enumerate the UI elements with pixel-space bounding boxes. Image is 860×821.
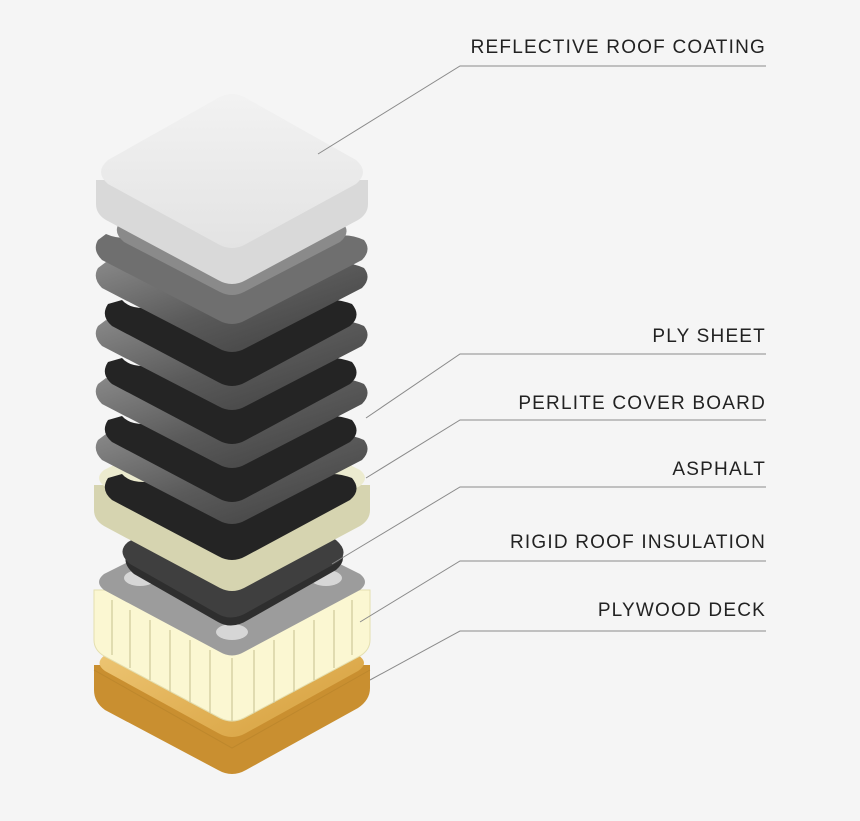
label-rigid-roof-insulation: RIGID ROOF INSULATION (509, 532, 766, 553)
leader-lines (317, 65, 766, 681)
label-plywood-deck: PLYWOOD DECK (597, 600, 766, 621)
leader-line-asphalt (331, 486, 766, 565)
leader-line-perlite-cover-board (365, 419, 766, 479)
leader-line-reflective-roof-coating (317, 65, 766, 155)
leader-line-rigid-roof-insulation (359, 560, 766, 623)
label-ply-sheet: PLY SHEET (652, 326, 766, 347)
label-reflective-roof-coating: REFLECTIVE ROOF COATING (470, 37, 766, 58)
label-perlite-cover-board: PERLITE COVER BOARD (518, 393, 766, 414)
leader-line-ply-sheet (365, 353, 766, 419)
leader-line-plywood-deck (369, 630, 766, 681)
reflective-roof-coating-layer (96, 94, 368, 284)
label-asphalt: ASPHALT (672, 459, 766, 480)
